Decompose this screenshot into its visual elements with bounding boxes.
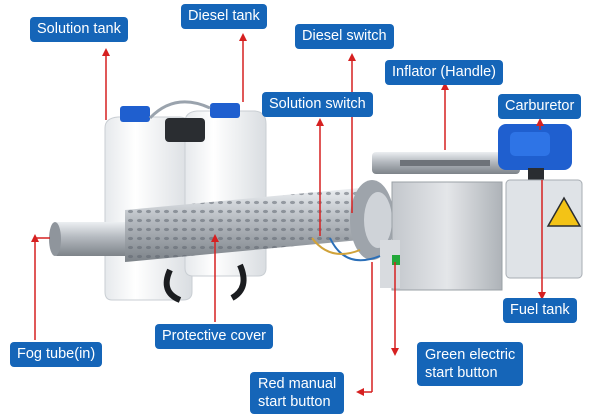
label-line: start button	[258, 394, 331, 410]
label-solution-switch: Solution switch	[262, 92, 373, 117]
main-housing	[380, 181, 503, 291]
label-line: start button	[425, 365, 498, 381]
label-line: Green electric	[425, 347, 516, 363]
fog-tube-body	[49, 222, 134, 256]
green-start-button	[392, 255, 400, 265]
backpack-straps	[163, 263, 247, 303]
label-diesel-switch: Diesel switch	[295, 24, 394, 49]
label-fuel-tank: Fuel tank	[503, 298, 577, 323]
carburetor-body	[498, 124, 572, 182]
label-protective-cover: Protective cover	[155, 324, 273, 349]
tank-caps	[120, 100, 240, 142]
fuel-tank-body	[505, 179, 583, 279]
label-red-manual-start-button: Red manual start button	[250, 372, 345, 414]
label-fog-tube: Fog tube(in)	[10, 342, 103, 367]
label-inflator-handle: Inflator (Handle)	[385, 60, 503, 85]
hoses	[311, 237, 381, 262]
label-carburetor: Carburetor	[498, 94, 582, 119]
leader-arrows	[31, 33, 546, 396]
label-solution-tank: Solution tank	[30, 17, 128, 42]
label-green-electric-start-button: Green electric start button	[417, 342, 524, 386]
inflator-handle-body	[372, 152, 520, 174]
protective-cover-body	[125, 188, 360, 262]
label-diesel-tank: Diesel tank	[181, 4, 267, 29]
label-line: Red manual	[258, 376, 337, 392]
